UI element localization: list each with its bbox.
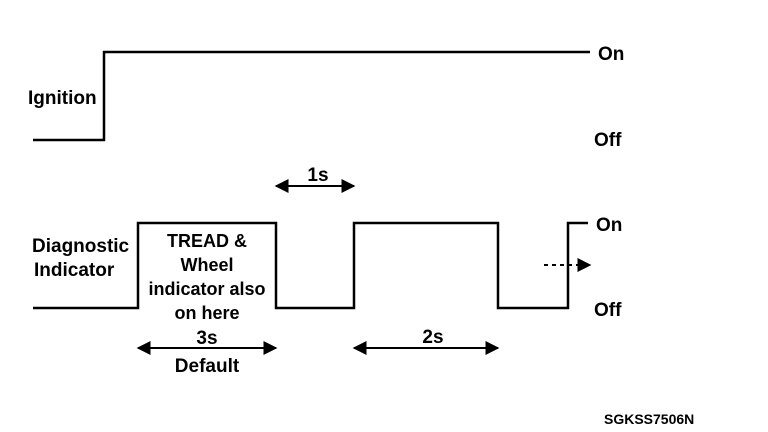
diagnostic-label-line1: Diagnostic [32,236,130,257]
ignition-label: Ignition [28,88,97,109]
diagnostic-off-label: Off [594,300,622,321]
first-on-note: Default [175,356,240,377]
ignition-on-label: On [598,44,624,65]
off-interval-label: 1s [307,165,328,186]
box-note-line1: TREAD & [167,231,247,251]
first-on-interval-label: 3s [196,328,217,349]
second-on-interval-label: 2s [422,327,443,348]
figure-code: SGKSS7506N [604,411,694,427]
box-note-line2: Wheel [180,255,233,275]
box-note-line4: on here [174,303,239,323]
ignition-off-label: Off [594,130,622,151]
diagnostic-label-line2: Indicator [34,260,115,281]
box-note-line3: indicator also [148,279,265,299]
diagnostic-waveform [33,221,588,310]
ignition-waveform [33,50,590,142]
diagnostic-on-label: On [596,215,622,236]
